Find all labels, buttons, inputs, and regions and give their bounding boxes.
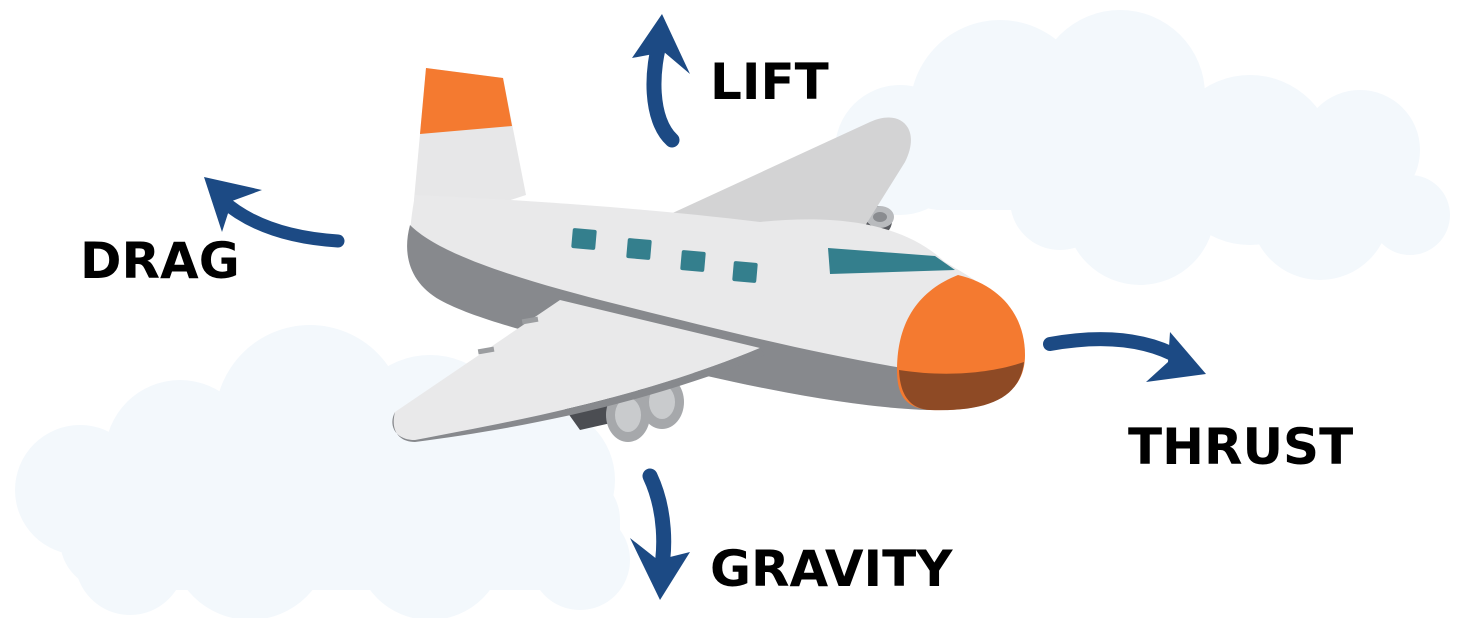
window (732, 261, 758, 283)
window (626, 238, 652, 260)
thrust-label: THRUST (1128, 422, 1353, 472)
window (680, 250, 706, 272)
lift-arrow-icon (632, 14, 690, 140)
cloud-right-icon (835, 10, 1450, 285)
thrust-arrow-icon (1050, 332, 1206, 382)
tail-tip (420, 68, 512, 134)
lift-label: LIFT (710, 57, 829, 107)
gravity-arrow-icon (630, 476, 690, 600)
window (571, 228, 597, 250)
drag-label: DRAG (80, 236, 240, 286)
gravity-label: GRAVITY (710, 544, 952, 594)
